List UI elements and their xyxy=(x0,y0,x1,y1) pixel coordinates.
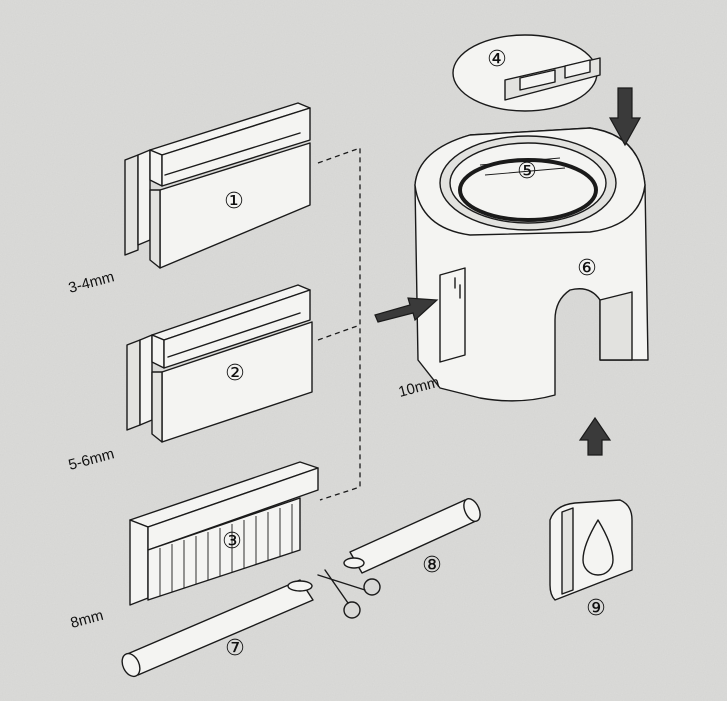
part-number-1: ① xyxy=(224,189,244,214)
part-number-9: ⑨ xyxy=(586,596,606,621)
part-number-3: ③ xyxy=(222,529,242,554)
part-number-8: ⑧ xyxy=(422,553,442,578)
part-number-7: ⑦ xyxy=(225,636,245,661)
part-number-6: ⑥ xyxy=(577,256,597,281)
part-number-4: ④ xyxy=(487,47,507,72)
drip-cover-part-9 xyxy=(549,499,633,601)
clip-part-2 xyxy=(126,284,313,443)
part-number-2: ② xyxy=(225,361,245,386)
arrow-icon xyxy=(374,87,642,456)
part-number-5: ⑤ xyxy=(517,159,537,184)
clip-part-3 xyxy=(129,461,319,606)
guide-lines xyxy=(317,147,361,501)
tube-part-7 xyxy=(121,579,314,678)
cap-part-4 xyxy=(452,34,601,112)
housing-part-6 xyxy=(414,127,649,402)
clip-part-1 xyxy=(124,102,311,269)
tube-part-8 xyxy=(343,498,481,574)
water-drop-icon xyxy=(582,519,614,576)
scissors-icon xyxy=(317,569,381,619)
